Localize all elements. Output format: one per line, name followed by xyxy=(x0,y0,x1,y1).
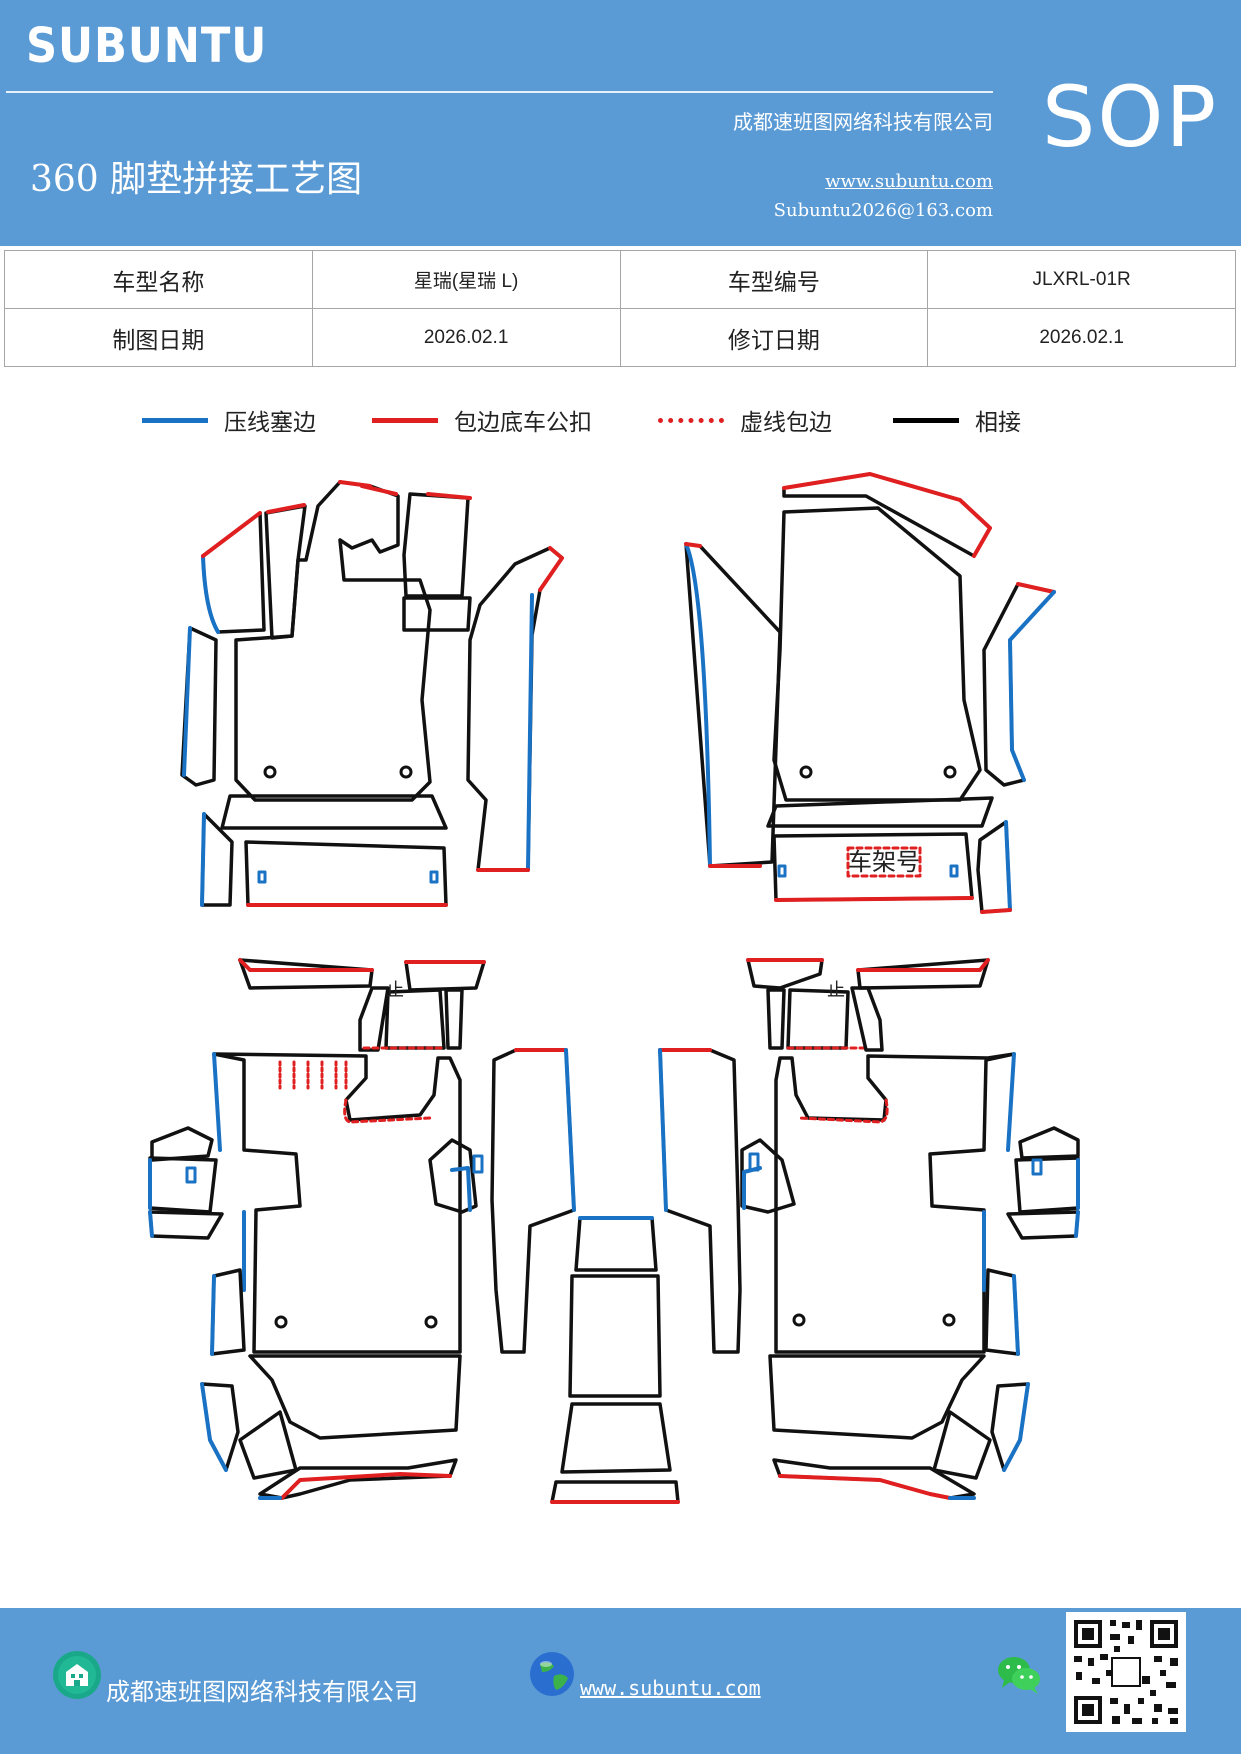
revision-date-value: 2026.02.1 xyxy=(927,308,1236,367)
legend-swatch xyxy=(658,417,724,423)
footer-website-link[interactable]: www.subuntu.com xyxy=(580,1676,761,1700)
building-icon xyxy=(53,1651,101,1699)
document-title: 360 脚垫拼接工艺图 xyxy=(30,159,363,200)
drawing-date-value: 2026.02.1 xyxy=(311,308,621,367)
qr-code-icon xyxy=(1066,1612,1186,1732)
website-link[interactable]: www.subuntu.com xyxy=(825,171,993,192)
table-row: 车型名称 星瑞(星瑞 L) 车型编号 JLXRL-01R xyxy=(4,250,1236,309)
drawing-date-label: 制图日期 xyxy=(4,308,313,367)
legend-item-press-line: 压线塞边 xyxy=(142,402,316,438)
rear-right-mat xyxy=(740,958,1080,1500)
frame-number-label: 车架号 xyxy=(848,848,920,876)
dotted-stitch-marks xyxy=(278,1060,348,1090)
rear-left-mat xyxy=(148,958,486,1500)
legend-label: 压线塞边 xyxy=(224,410,316,436)
front-left-mat xyxy=(180,480,564,907)
model-code-label: 车型编号 xyxy=(619,250,929,309)
page-header: SUBUNTU SOP 成都速班图网络科技有限公司 360 脚垫拼接工艺图 ww… xyxy=(0,0,1241,246)
stop-mark-right: 止 xyxy=(827,980,845,1001)
model-name-label: 车型名称 xyxy=(4,250,313,309)
legend-label: 虚线包边 xyxy=(740,410,832,436)
page-footer: 成都速班图网络科技有限公司 www.subuntu.com xyxy=(0,1608,1241,1754)
stop-mark-left: 止 xyxy=(386,980,404,1001)
legend-label: 相接 xyxy=(975,410,1021,436)
model-code-value: JLXRL-01R xyxy=(927,250,1236,309)
legend-swatch xyxy=(893,417,959,423)
footer-company-name: 成都速班图网络科技有限公司 xyxy=(106,1678,418,1706)
line-legend: 压线塞边 包边底车公扣 虚线包边 相接 xyxy=(0,402,1241,442)
globe-icon xyxy=(530,1652,574,1696)
center-tunnel-mat xyxy=(490,1048,742,1504)
company-name: 成都速班图网络科技有限公司 xyxy=(733,110,993,134)
legend-swatch xyxy=(372,417,438,423)
legend-item-dotted-binding: 虚线包边 xyxy=(658,402,832,438)
legend-label: 包边底车公扣 xyxy=(454,410,592,436)
legend-swatch xyxy=(142,417,208,423)
floor-mat-diagram: 车架号 止 止 xyxy=(148,472,1080,1504)
table-row: 制图日期 2026.02.1 修订日期 2026.02.1 xyxy=(4,308,1236,367)
front-right-mat xyxy=(684,472,1056,914)
revision-date-label: 修订日期 xyxy=(619,308,929,367)
sop-badge: SOP xyxy=(1042,68,1219,166)
model-name-value: 星瑞(星瑞 L) xyxy=(311,250,621,309)
brand-logo: SUBUNTU xyxy=(26,18,268,74)
wechat-icon xyxy=(998,1657,1040,1694)
legend-item-edge-binding: 包边底车公扣 xyxy=(372,402,592,438)
legend-item-joint: 相接 xyxy=(893,402,1021,438)
email-address: Subuntu2026@163.com xyxy=(773,200,993,221)
vehicle-info-table: 车型名称 星瑞(星瑞 L) 车型编号 JLXRL-01R 制图日期 2026.0… xyxy=(4,250,1236,367)
header-divider xyxy=(6,91,993,93)
